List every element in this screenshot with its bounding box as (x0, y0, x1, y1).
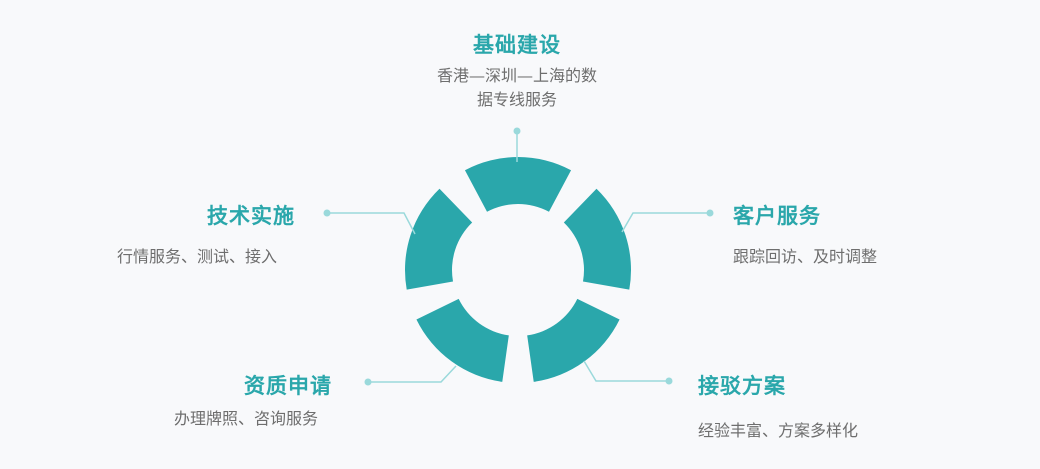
item-desc-infrastructure: 香港—深圳—上海的数 据专线服务 (397, 64, 637, 112)
connector-tech-implementation (327, 212, 416, 235)
connector-dot (665, 377, 673, 385)
item-title-connection-plan: 接驳方案 (698, 374, 786, 398)
item-desc-line: 香港—深圳—上海的数 (436, 66, 597, 85)
segment-license-application (416, 298, 509, 382)
segment-customer-service (563, 188, 631, 290)
item-desc-customer-service: 跟踪回访、及时调整 (733, 245, 877, 269)
item-title-license-application: 资质申请 (244, 374, 332, 398)
connector-dot (364, 378, 372, 386)
item-desc-line: 经验丰富、方案多样化 (698, 421, 859, 440)
item-desc-tech-implementation: 行情服务、测试、接入 (117, 245, 277, 269)
connector-customer-service (621, 212, 710, 233)
item-title-infrastructure: 基础建设 (473, 33, 561, 57)
segment-connection-plan (527, 298, 620, 382)
connector-connection-plan (583, 360, 669, 382)
ring-segments (405, 156, 631, 382)
item-desc-license-application: 办理牌照、咨询服务 (174, 407, 318, 431)
segment-infrastructure (464, 156, 572, 212)
connector-lines (323, 127, 714, 386)
connector-dot (323, 209, 331, 217)
item-desc-line: 跟踪回访、及时调整 (733, 247, 878, 266)
item-desc-connection-plan: 经验丰富、方案多样化 (698, 419, 858, 443)
item-title-customer-service: 客户服务 (733, 204, 821, 228)
segment-tech-implementation (405, 188, 473, 290)
item-desc-line: 行情服务、测试、接入 (117, 247, 278, 266)
connector-dot (513, 127, 521, 135)
item-desc-line: 办理牌照、咨询服务 (174, 409, 319, 428)
item-title-tech-implementation: 技术实施 (207, 204, 295, 228)
connector-dot (706, 209, 714, 217)
item-desc-line: 据专线服务 (476, 90, 557, 109)
connector-license-application (368, 365, 457, 383)
